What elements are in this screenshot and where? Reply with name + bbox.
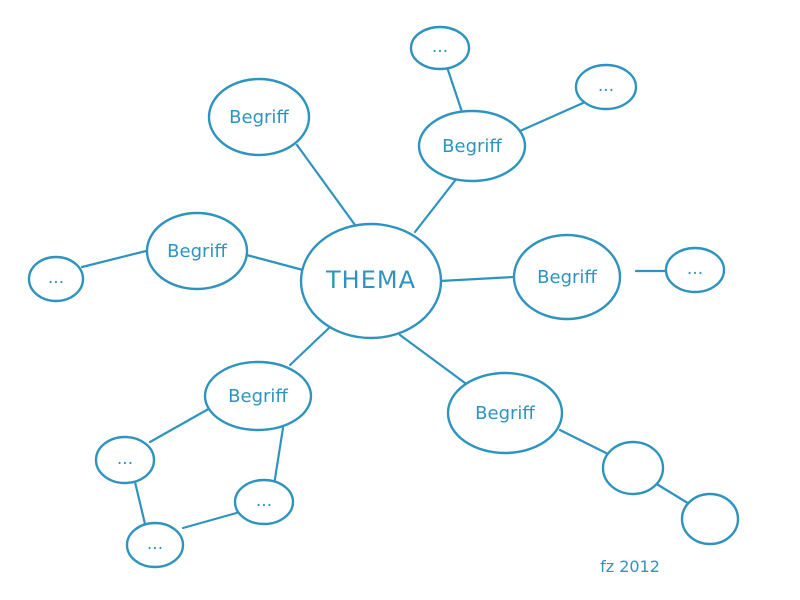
begriff-node-top-right	[417, 109, 527, 183]
edge-center-top-left	[295, 143, 357, 227]
center-node	[299, 222, 443, 340]
leaf-label-top-1: ...	[432, 37, 448, 57]
begriff-node-bottom-left	[203, 360, 313, 432]
edge-center-top-right	[413, 176, 459, 234]
edge-center-left	[241, 252, 305, 272]
leaf-node-bottom-right-1	[601, 440, 665, 496]
begriff-node-right	[512, 233, 622, 321]
leaf-label-bottom-left-2: ...	[256, 491, 272, 511]
begriff-label-left: Begriff	[167, 241, 227, 262]
begriff-node-bottom-right	[446, 371, 564, 455]
edge-center-bottom-left	[288, 325, 332, 367]
leaf-label-left: ...	[48, 268, 64, 288]
leaf-node-bottom-right-2	[680, 492, 740, 546]
connections	[80, 65, 693, 530]
center-label: THEMA	[325, 266, 416, 294]
begriff-label-bottom-right: Begriff	[475, 403, 535, 424]
leaf-label-bottom-left-1: ...	[117, 449, 133, 469]
leaf-node-top-2	[574, 63, 638, 111]
leaf-node-right	[664, 246, 726, 294]
edge-top-right-leaf-1	[445, 65, 464, 114]
edge-br-leaf-1-leaf-2	[653, 481, 693, 507]
leaf-node-top-1	[409, 25, 471, 71]
leaf-node-bottom-left-1	[94, 435, 156, 485]
edge-bottom-left-leaf-1	[148, 405, 214, 444]
edge-leaf-2-leaf-3	[181, 510, 242, 530]
leaf-node-left	[27, 255, 85, 303]
leaf-node-bottom-left-2	[233, 478, 295, 526]
leaf-label-top-2: ...	[598, 76, 614, 96]
edge-leaf-1-leaf-3	[133, 480, 147, 526]
edge-left-leaf	[80, 248, 152, 269]
begriff-label-top-left: Begriff	[229, 107, 289, 128]
begriff-label-right: Begriff	[537, 267, 597, 288]
edge-center-right	[438, 275, 516, 283]
begriff-label-bottom-left: Begriff	[228, 386, 288, 407]
leaf-label-right: ...	[687, 259, 703, 279]
begriff-node-top-left	[207, 77, 311, 157]
begriff-node-left	[145, 211, 249, 291]
leaf-label-bottom-left-3: ...	[147, 534, 163, 554]
edge-bottom-left-leaf-2	[272, 426, 285, 487]
edge-center-bottom-right	[398, 333, 467, 385]
signature: fz 2012	[600, 557, 660, 576]
edge-bottom-right-leaf-1	[558, 428, 612, 457]
begriff-label-top-right: Begriff	[442, 136, 502, 157]
edge-top-right-leaf-2	[518, 101, 585, 133]
leaf-node-bottom-left-3	[125, 521, 185, 569]
